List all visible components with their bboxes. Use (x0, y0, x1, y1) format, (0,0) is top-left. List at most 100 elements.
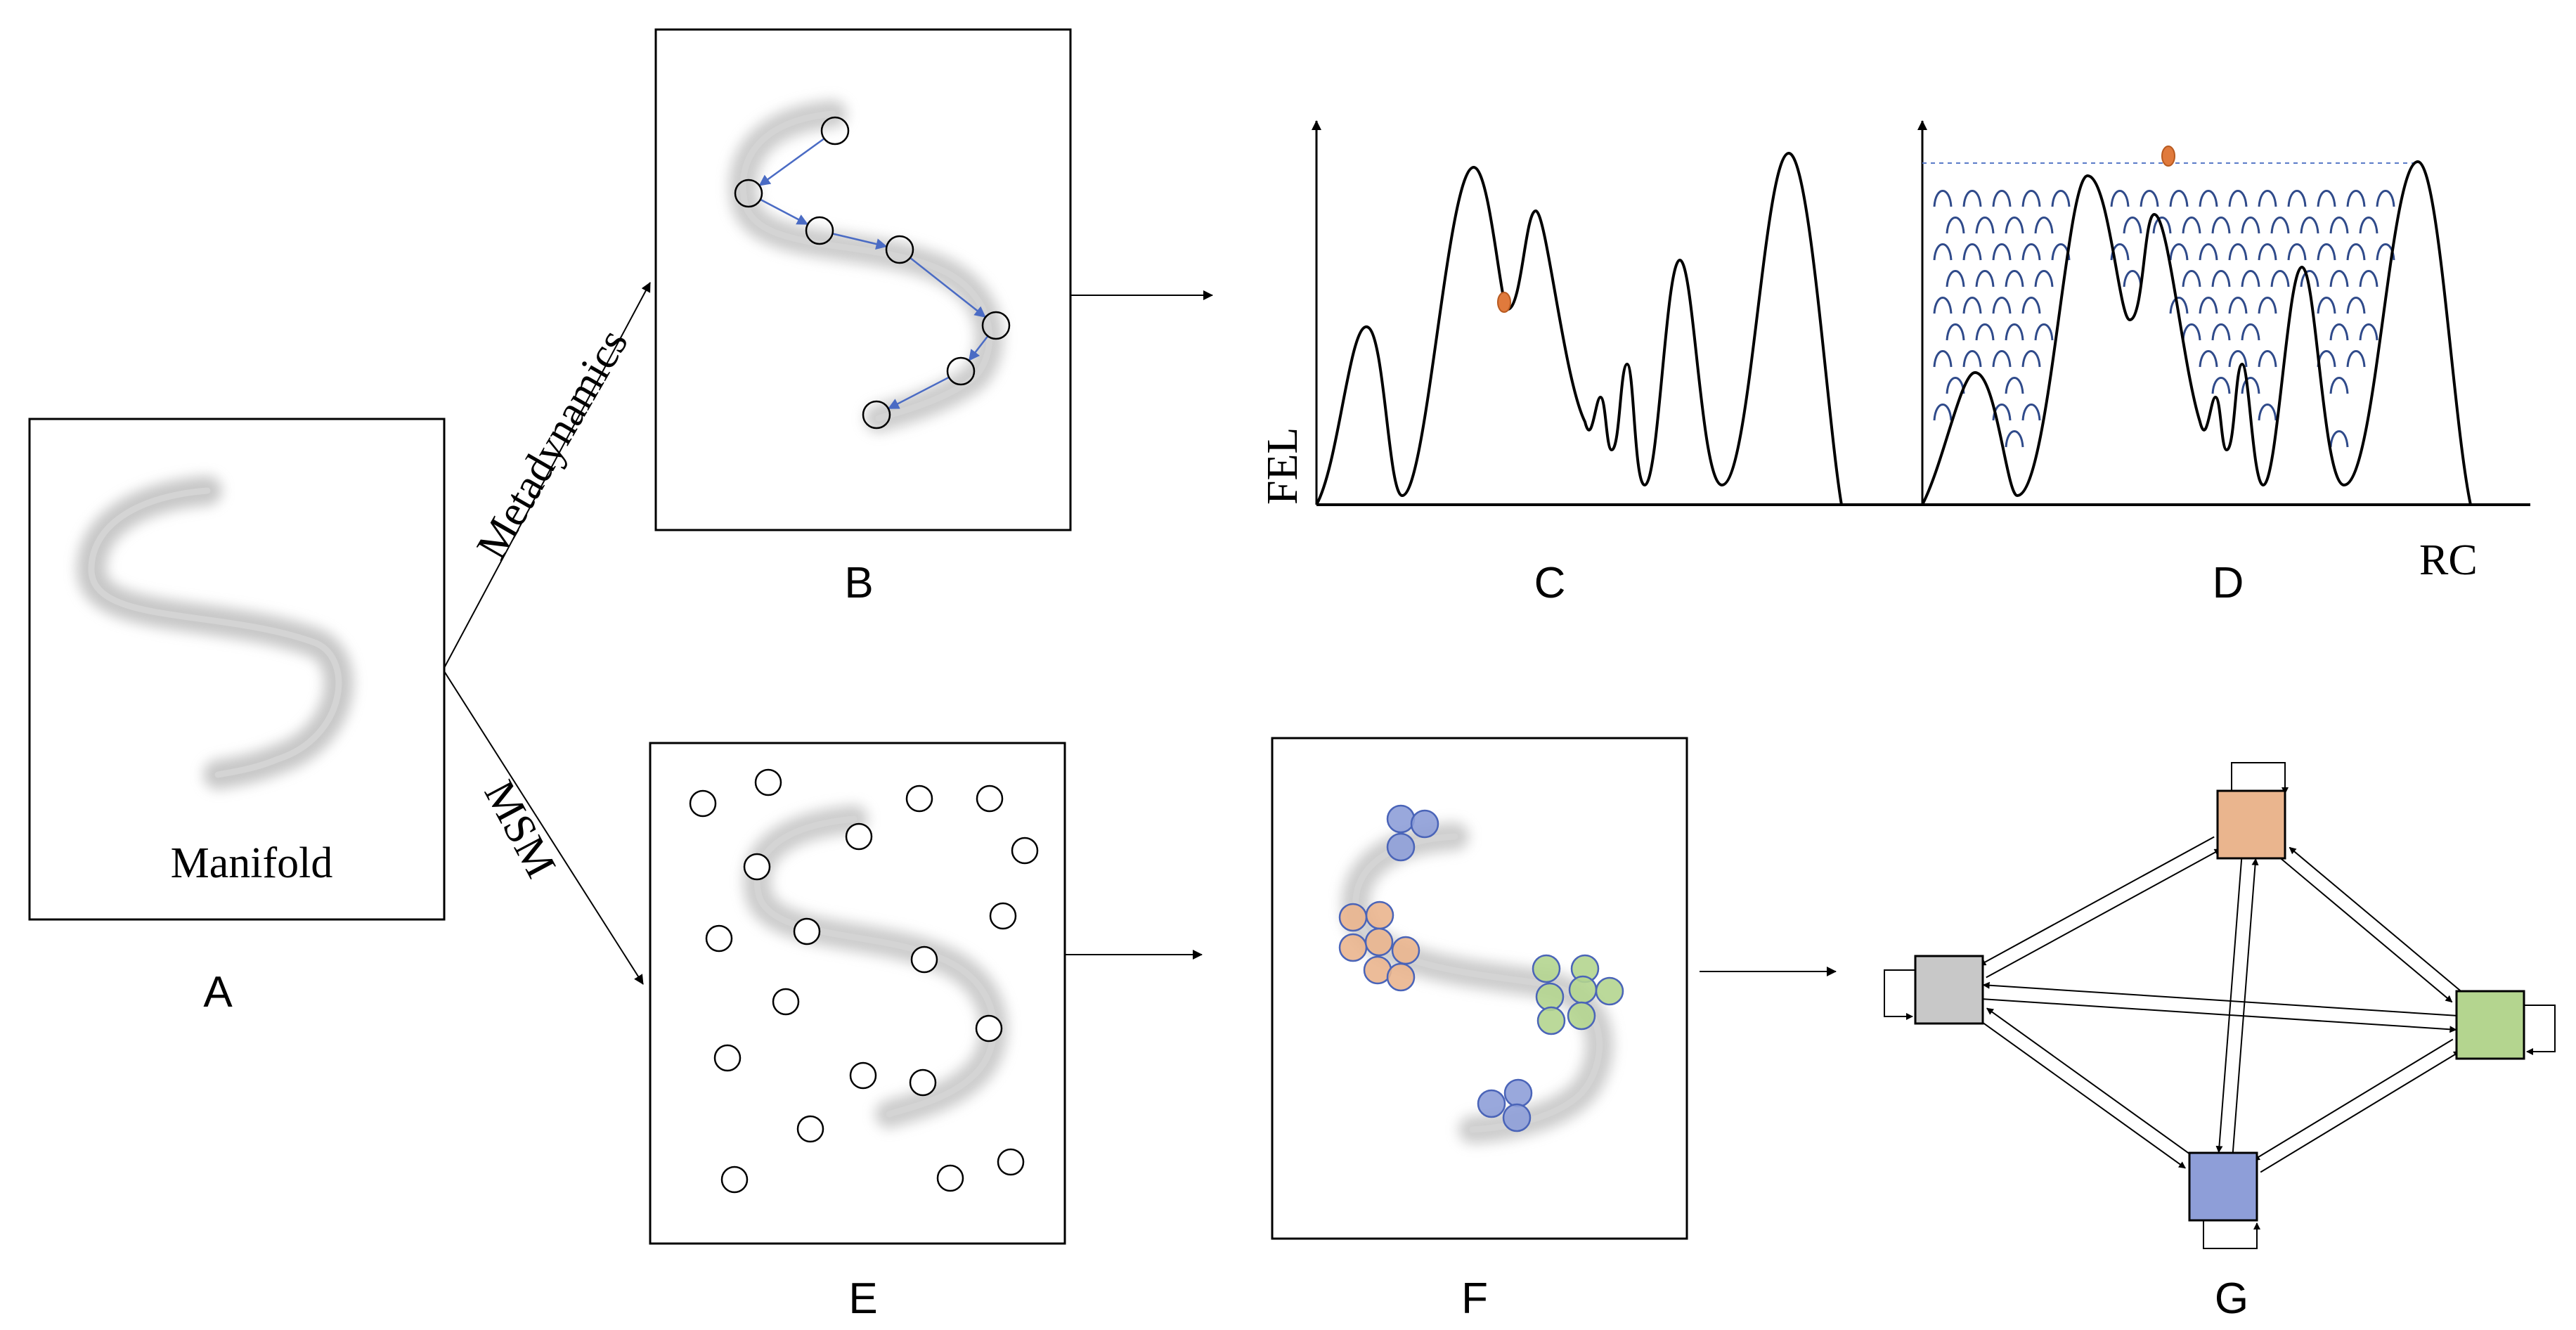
panel-a-caption: Manifold (171, 839, 333, 887)
panel-b: B (654, 28, 1072, 607)
bias-gaussian (2211, 323, 2231, 341)
transition-arrow (1982, 981, 2457, 1016)
transition-arrow (1979, 836, 2215, 966)
transition-arrow (2279, 858, 2453, 1003)
bias-gaussian (1992, 243, 2012, 261)
cluster-microstate (1532, 954, 1561, 983)
bias-gaussian (2300, 217, 2319, 234)
markov-state-gray (1914, 955, 1984, 1025)
bias-gaussian (2359, 270, 2378, 288)
panel-d-fel-curve (1921, 160, 2472, 505)
bias-gaussian (2270, 217, 2290, 234)
bias-gaussian (2034, 323, 2054, 341)
bias-gaussian (2021, 243, 2041, 261)
bias-gaussian (2021, 190, 2041, 207)
sample-configuration (1011, 837, 1039, 865)
panel-d-walker (2161, 146, 2175, 167)
bias-gaussian (2329, 217, 2349, 234)
bias-gaussian (1962, 297, 1982, 314)
bias-gaussian (1975, 270, 1995, 288)
transition-arrow (1982, 998, 2457, 1033)
bias-gaussian (2359, 323, 2378, 341)
metadynamics-trajectory (758, 138, 988, 409)
cluster-microstate (1386, 962, 1416, 992)
bias-gaussian (2258, 297, 2277, 314)
transition-arrow (2252, 1038, 2454, 1161)
bias-gaussian (2317, 243, 2336, 261)
panel-a-label: A (203, 968, 233, 1016)
bias-gaussian (2346, 297, 2366, 314)
metad-step-arrow (758, 138, 824, 186)
panel-e-label: E (848, 1274, 877, 1323)
bias-gaussian (1946, 217, 1965, 234)
panel-d-xlabel: RC (2419, 536, 2478, 584)
bias-gaussian (2182, 323, 2201, 341)
bias-gaussian (2228, 350, 2248, 368)
transition-arrow (2232, 858, 2259, 1154)
sample-configuration (743, 853, 771, 881)
panel-c-label: C (1534, 559, 1566, 607)
walker-state (981, 311, 1011, 340)
manifold-curve (88, 487, 342, 778)
bias-gaussian (1962, 350, 1982, 368)
transition-arrow (2260, 1050, 2461, 1173)
bias-gaussian (2287, 243, 2307, 261)
cluster-microstate (1386, 832, 1416, 862)
panel-b-label: B (844, 559, 873, 607)
sample-configuration (905, 785, 933, 813)
metadynamics-arrow (444, 282, 651, 669)
metadynamics-walker-states (734, 116, 1011, 430)
bias-gaussian (2270, 270, 2290, 288)
bias-gaussian (2376, 190, 2395, 207)
metadynamics-label: Metadynamics (467, 321, 637, 567)
network-self-loops (1884, 762, 2556, 1249)
cluster-microstate (1338, 903, 1368, 932)
metad-step-arrow (887, 377, 949, 409)
sample-configuration (849, 1061, 877, 1090)
bias-gaussian (2359, 217, 2378, 234)
bias-gaussian (2241, 217, 2260, 234)
panel-a: Manifold A (28, 418, 446, 1016)
bias-gaussian (2241, 377, 2260, 394)
markov-state-green (2455, 990, 2525, 1060)
msm-sampled-configurations (689, 768, 1039, 1194)
sample-configuration (845, 822, 873, 851)
bias-gaussian (2346, 190, 2366, 207)
panel-g: G (1884, 762, 2556, 1323)
panel-d: RC D (1917, 120, 2530, 607)
bias-gaussian (2169, 297, 2189, 314)
transition-arrow (2215, 858, 2243, 1154)
bias-gaussian (2329, 323, 2349, 341)
panel-d-bias-gaussians (1933, 190, 2395, 448)
transition-arrow (1986, 1007, 2194, 1158)
bias-gaussian (2211, 270, 2231, 288)
walker-state (862, 400, 891, 430)
bias-gaussian (2241, 270, 2260, 288)
bias-gaussian (1962, 243, 1982, 261)
bias-gaussian (2123, 270, 2142, 288)
bias-gaussian (1992, 297, 2012, 314)
cluster-microstate (1536, 1006, 1566, 1035)
bias-gaussian (2021, 297, 2041, 314)
bias-gaussian (2152, 217, 2172, 234)
bias-gaussian (2300, 270, 2319, 288)
bias-gaussian (2021, 403, 2041, 421)
panel-c-walker (1497, 292, 1511, 313)
metad-step-arrow (760, 199, 809, 225)
cluster-microstate (1502, 1103, 1532, 1132)
bias-gaussian (1946, 270, 1965, 288)
self-transition-loop (1884, 969, 1915, 1020)
panel-d-label: D (2213, 559, 2244, 607)
panel-f-label: F (1461, 1274, 1488, 1323)
bias-gaussian (2005, 270, 2024, 288)
bias-gaussian (2211, 377, 2231, 394)
cluster-microstate (1364, 927, 1394, 957)
panel-c-ylabel: FEL (1259, 427, 1307, 505)
panel-f: F (1271, 737, 1688, 1323)
transition-arrow (2289, 846, 2462, 992)
bias-gaussian (1992, 350, 2012, 368)
cluster-microstate (1567, 1001, 1596, 1031)
bias-gaussian (2051, 190, 2071, 207)
bias-gaussian (2258, 190, 2277, 207)
sample-configuration (689, 789, 717, 818)
